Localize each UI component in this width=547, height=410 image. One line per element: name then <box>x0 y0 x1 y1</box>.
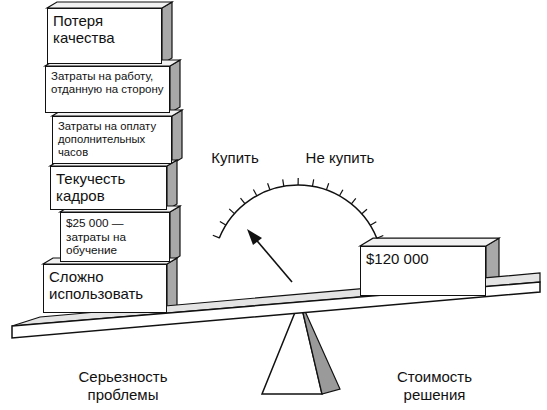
gauge-tick <box>298 178 299 185</box>
box-text: $120 000 <box>366 250 480 267</box>
box-text: Потеря качества <box>53 12 156 47</box>
box-text: Текучесть кадров <box>56 170 161 205</box>
gauge-tick <box>241 198 245 204</box>
gauge-arc <box>219 185 377 238</box>
weight-box: Затраты на работу, отданную на сторону <box>45 66 170 113</box>
gauge-label: Купить <box>200 149 270 167</box>
box-side <box>172 110 182 164</box>
box-text: $25 000 — затраты на обучение <box>66 216 164 257</box>
gauge-tick <box>253 190 256 196</box>
gauge-tick <box>229 209 234 214</box>
box-faces <box>43 2 499 313</box>
gauge-tick <box>220 221 226 225</box>
box-side <box>167 160 177 210</box>
box-side <box>162 2 172 64</box>
gauge-tick <box>326 183 328 190</box>
box-top <box>360 238 499 246</box>
weight-box: Текучесть кадров <box>50 166 167 210</box>
gauge-tick <box>283 179 284 186</box>
box-text: Сложно использовать <box>49 268 161 303</box>
gauge-tick <box>268 183 270 190</box>
weight-box: $25 000 — затраты на обучение <box>60 212 170 262</box>
weight-box: Сложно использовать <box>43 264 167 313</box>
gauge-tick <box>313 179 314 186</box>
side-caption: Стоимость решения <box>382 368 487 404</box>
gauge-needle <box>253 236 292 282</box>
gauge-label: Не купить <box>300 149 380 167</box>
gauge-tick <box>340 190 343 196</box>
box-side <box>170 206 180 262</box>
gauge-tick <box>362 209 367 214</box>
box-text: Затраты на оплату дополнительных часов <box>58 120 166 159</box>
gauge-tick <box>213 235 220 238</box>
gauge-tick <box>351 198 355 203</box>
needle-head <box>247 229 262 245</box>
fulcrum-side <box>300 300 340 394</box>
gauge-ticks <box>213 178 383 238</box>
weight-box: $120 000 <box>360 246 486 296</box>
gauge-tick <box>377 236 384 239</box>
box-text: Затраты на работу, отданную на сторону <box>51 70 164 96</box>
box-side <box>170 60 180 113</box>
side-caption: Серьезность проблемы <box>68 368 178 404</box>
weight-box: Затраты на оплату дополнительных часов <box>52 116 172 164</box>
gauge-tick <box>370 222 376 226</box>
weight-box: Потеря качества <box>47 8 162 64</box>
